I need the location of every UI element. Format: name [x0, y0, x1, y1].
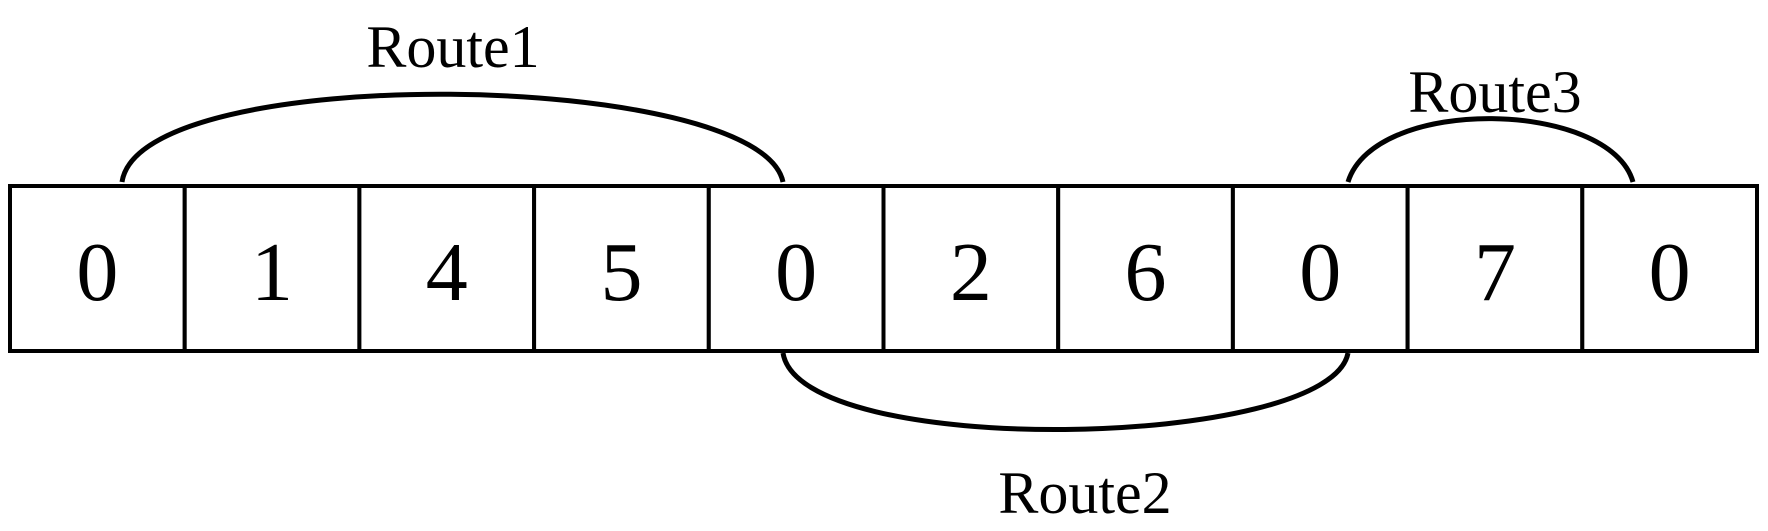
cell-box — [532, 184, 711, 353]
sequence-cell: 0 — [706, 184, 886, 353]
route3-arc — [1345, 116, 1636, 183]
cell-box — [706, 184, 886, 353]
cell-box — [1230, 184, 1410, 353]
cell-value: 0 — [1649, 226, 1691, 319]
cell-box — [357, 184, 537, 353]
sequence-cell: 6 — [1056, 184, 1235, 353]
cell-value: 0 — [775, 226, 817, 319]
sequence-cell: 2 — [881, 184, 1061, 353]
route1-arc — [119, 91, 786, 183]
sequence-cell: 4 — [357, 184, 537, 353]
cell-box — [881, 184, 1061, 353]
route1-label: Route1 — [366, 14, 539, 80]
cell-value: 0 — [76, 226, 118, 319]
cell-value: 0 — [1299, 226, 1341, 319]
cell-value: 4 — [426, 226, 468, 319]
cell-value: 5 — [600, 226, 642, 319]
cell-value: 1 — [251, 226, 293, 319]
route2-label: Route2 — [998, 460, 1171, 526]
cell-value: 6 — [1125, 226, 1167, 319]
route2-arc — [780, 352, 1351, 432]
sequence-cell: 0 — [1230, 184, 1410, 353]
sequence-cell: 0 — [1580, 184, 1760, 353]
sequence-cells: 0 1 4 5 0 2 6 0 7 0 — [8, 184, 1760, 353]
route-labels: Route1 Route2 Route3 — [366, 14, 1581, 526]
cell-value: 7 — [1474, 226, 1516, 319]
sequence-cell: 7 — [1405, 184, 1585, 353]
sequence-cell: 5 — [532, 184, 711, 353]
cell-box — [182, 184, 362, 353]
route3-label: Route3 — [1408, 59, 1581, 125]
cell-box — [1405, 184, 1585, 353]
cell-box — [8, 184, 187, 353]
sequence-cell: 0 — [8, 184, 187, 353]
cell-value: 2 — [950, 226, 992, 319]
route-arcs — [119, 91, 1636, 432]
sequence-cell: 1 — [182, 184, 362, 353]
cell-box — [1580, 184, 1760, 353]
